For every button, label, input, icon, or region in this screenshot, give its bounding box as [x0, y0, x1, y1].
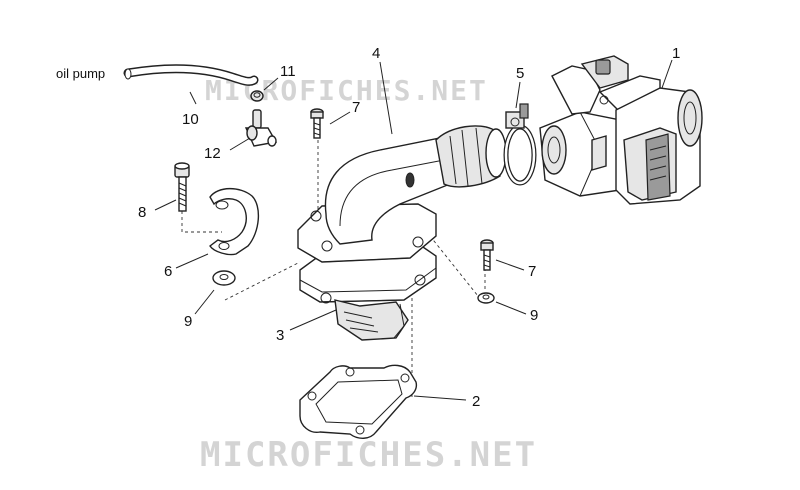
bolt-part-8: [174, 162, 190, 212]
watermark-bottom: MICROFICHES.NET: [200, 435, 537, 475]
callouts: oil pump 10 11 12 7 4 5 1 8 6 9 3 7 9 2: [56, 45, 680, 410]
hose-clamp-part-5: [503, 103, 537, 186]
callout-9-right: 9: [530, 307, 538, 324]
callout-3: 3: [276, 327, 284, 344]
bolt-right-part-7: [480, 239, 494, 271]
callout-1: 1: [672, 45, 680, 62]
gasket-part-2: [299, 364, 418, 439]
carburetor-part-1: [539, 55, 703, 205]
clamp-bracket-part-6: [209, 187, 259, 256]
callout-12: 12: [204, 145, 221, 162]
callout-7-top: 7: [352, 99, 360, 116]
leader-lines: [154, 59, 673, 401]
washer-right-part-9: [477, 292, 495, 304]
oil-hose-part-10: [123, 64, 259, 86]
callout-7-right: 7: [528, 263, 536, 280]
hose-clip-part-11: [250, 90, 264, 102]
callout-8: 8: [138, 204, 146, 221]
callout-5: 5: [516, 65, 524, 82]
callout-10: 10: [182, 111, 199, 128]
bolt-top-part-7: [310, 108, 324, 139]
callout-2: 2: [472, 393, 480, 410]
callout-6: 6: [164, 263, 172, 280]
callout-11: 11: [280, 63, 296, 80]
intake-manifold-part-4: [297, 125, 507, 263]
callout-9-left: 9: [184, 313, 192, 330]
label-oil-pump: oil pump: [56, 66, 105, 81]
callout-4: 4: [372, 45, 380, 62]
washer-left-part-9: [212, 270, 236, 286]
elbow-fitting-part-12: [244, 109, 278, 147]
